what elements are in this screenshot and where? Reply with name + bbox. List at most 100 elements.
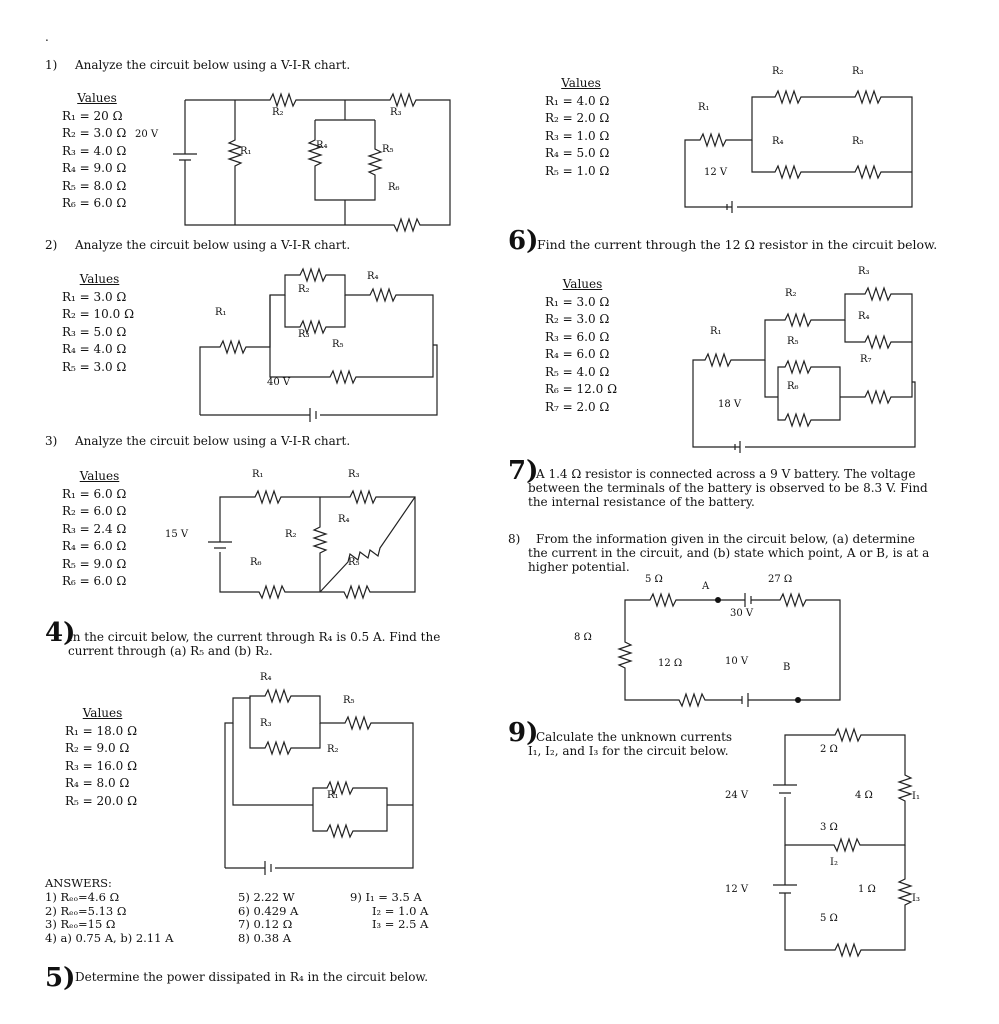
r2-label: R₂ [272, 107, 284, 118]
value-line: R₅ = 8.0 Ω [62, 178, 127, 193]
value-line: R₆ = 12.0 Ω [545, 382, 618, 396]
circuit-9: 2 Ω 4 Ω I₁ 24 V 3 Ω I₂ 12 V 1 Ω I₃ 5 Ω [725, 727, 920, 958]
battery-label: 18 V [718, 399, 742, 410]
r4-label: R₄ [367, 271, 379, 282]
answers-col-1: 1) Rₑₒ=4.6 Ω 2) Rₑₒ=5.13 Ω 3) Rₑₒ=15 Ω 4… [45, 890, 173, 945]
value-line: R₅ = 3.0 Ω [62, 359, 127, 374]
value-line: R₅ = 20.0 Ω [65, 793, 138, 808]
values-title: Values [561, 76, 601, 90]
circuit-2: R₁ R₂ R₃ R₄ R₅ 40 V [199, 267, 438, 422]
problem-7-text: A 1.4 Ω resistor is connected across a 9… [528, 467, 928, 509]
circuit-3: 15 V R₁ R₂ R₃ R₄ R₅ R₆ [165, 469, 416, 600]
problem-5-number: 5) [45, 963, 76, 993]
value-line: R₁ = 18.0 Ω [65, 723, 138, 738]
value-line: R₂ = 10.0 Ω [62, 307, 135, 321]
value-line: R₁ = 20 Ω [62, 108, 123, 123]
r1-label: R₁ [215, 307, 227, 318]
values-title: Values [82, 706, 123, 720]
circuit-5: R₁ R₂ R₃ R₄ R₅ 12 V [684, 66, 913, 213]
r2-label: R₂ [285, 529, 297, 540]
circuit-6: R₁ R₂ R₃ R₄ R₅ R₆ R₇ 18 V [692, 266, 916, 453]
battery-label: 15 V [165, 529, 189, 540]
value-line: R₄ = 4.0 Ω [62, 342, 127, 356]
problem-8-text: From the information given in the circui… [528, 532, 930, 574]
r3-label: R₃ [390, 107, 402, 118]
r5-label: R₅ [343, 695, 355, 706]
problem-3-values: Values R₁ = 6.0 Ω R₂ = 6.0 Ω R₃ = 2.4 Ω … [62, 468, 137, 591]
problem-1-text: Analyze the circuit below using a V-I-R … [75, 58, 351, 72]
problem-1-number: 1) [45, 58, 58, 72]
r5-label: 5 Ω [820, 913, 838, 924]
problem-9-number: 9) [508, 718, 539, 748]
answer-line: 9) I₁ = 3.5 A [350, 890, 422, 904]
r6-label: R₆ [250, 557, 262, 568]
r4-label: R₄ [316, 140, 328, 151]
r4-label: R₄ [260, 672, 272, 683]
point-a-label: A [701, 581, 710, 592]
value-line: R₂ = 3.0 Ω [62, 126, 127, 140]
circuit-1: 20 V R₁ R₂ R₃ R₄ R₅ R₆ [135, 92, 451, 233]
r4-label: R₄ [858, 311, 870, 322]
r1-label: R₁ [710, 326, 722, 337]
r2-label: R₂ [772, 66, 784, 77]
v30-label: 30 V [730, 608, 754, 619]
r7-label: R₇ [860, 354, 872, 365]
answer-line: 3) Rₑₒ=15 Ω [45, 917, 116, 931]
value-line: R₅ = 1.0 Ω [545, 163, 610, 178]
r2-label: R₂ [785, 288, 797, 299]
r3-label: R₃ [298, 329, 310, 340]
value-line: R₂ = 2.0 Ω [545, 111, 610, 125]
r1-label: R₁ [327, 790, 339, 801]
answer-line: 8) 0.38 A [238, 930, 292, 945]
r12-label: 12 Ω [658, 658, 682, 669]
answer-line: 7) 0.12 Ω [238, 917, 293, 931]
answer-line: I₃ = 2.5 A [372, 917, 429, 931]
value-line: R₃ = 5.0 Ω [62, 324, 127, 339]
problem-5-text: Determine the power dissipated in R₄ in … [75, 970, 429, 984]
problem-4-number: 4) [45, 618, 76, 648]
problem-2-number: 2) [45, 238, 58, 252]
r1-label: R₁ [698, 102, 710, 113]
value-line: R₄ = 6.0 Ω [62, 539, 127, 553]
point-b-label: B [783, 662, 790, 673]
r4-label: R₄ [772, 136, 784, 147]
r5-label: 5 Ω [645, 574, 663, 585]
value-line: R₁ = 6.0 Ω [62, 486, 127, 501]
problem-2-text: Analyze the circuit below using a V-I-R … [75, 238, 351, 252]
answer-line: 5) 2.22 W [238, 890, 295, 904]
problem-3-number: 3) [45, 434, 58, 448]
value-line: R₄ = 5.0 Ω [545, 146, 610, 160]
battery-label: 20 V [135, 129, 159, 140]
header-dot: . [45, 30, 49, 44]
value-line: R₁ = 4.0 Ω [545, 93, 610, 108]
values-title: Values [79, 469, 120, 483]
value-line: R₅ = 4.0 Ω [545, 364, 610, 379]
r3-label: R₃ [852, 66, 864, 77]
r3-label: R₃ [260, 718, 272, 729]
problem-3-text: Analyze the circuit below using a V-I-R … [75, 434, 351, 448]
r1-label: 1 Ω [858, 884, 876, 895]
r6-label: R₆ [787, 381, 799, 392]
values-title: Values [562, 277, 603, 291]
answer-line: 6) 0.429 A [238, 903, 299, 918]
answer-line: I₂ = 1.0 A [372, 903, 429, 918]
value-line: R₃ = 2.4 Ω [62, 521, 127, 536]
r1-label: R₁ [252, 469, 264, 480]
r5-label: R₅ [382, 144, 394, 155]
value-line: R₃ = 1.0 Ω [545, 128, 610, 143]
value-line: R₁ = 3.0 Ω [62, 289, 127, 304]
problem-6-values: Values R₁ = 3.0 Ω R₂ = 3.0 Ω R₃ = 6.0 Ω … [545, 276, 620, 416]
r5-label: R₅ [348, 557, 360, 568]
battery-label: 12 V [704, 167, 728, 178]
problem-5-values: Values R₁ = 4.0 Ω R₂ = 2.0 Ω R₃ = 1.0 Ω … [545, 75, 617, 180]
problem-2-values: Values R₁ = 3.0 Ω R₂ = 10.0 Ω R₃ = 5.0 Ω… [62, 271, 137, 376]
problem-1-values: Values R₁ = 20 Ω R₂ = 3.0 Ω R₃ = 4.0 Ω R… [62, 90, 132, 213]
problem-4-text: In the circuit below, the current throug… [68, 630, 441, 658]
r3-label: R₃ [348, 469, 360, 480]
battery-label: 40 V [267, 377, 291, 388]
r4-label: 4 Ω [855, 790, 873, 801]
r3-label: 3 Ω [820, 822, 838, 833]
problem-7-number: 7) [508, 456, 539, 486]
r1-label: R₁ [240, 146, 252, 157]
r27-label: 27 Ω [768, 574, 792, 585]
